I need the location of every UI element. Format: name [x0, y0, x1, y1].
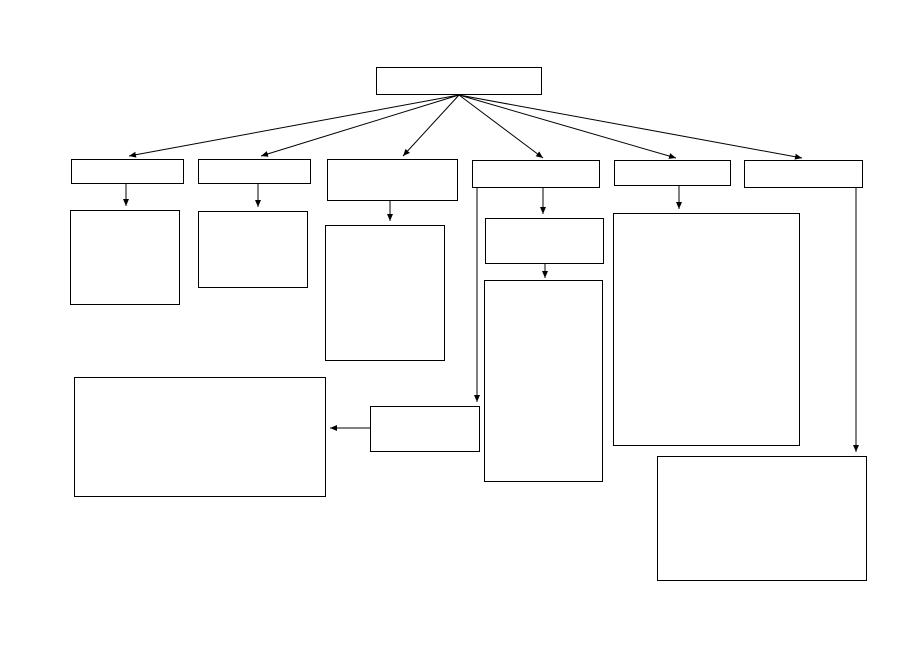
box-root — [376, 67, 542, 95]
box-c4 — [472, 160, 600, 188]
connector-root-to-c4 — [458, 94, 544, 159]
connector-root-to-c3 — [402, 94, 460, 157]
connector-root-to-c2 — [260, 94, 460, 157]
connector-layer — [123, 94, 859, 452]
box-c6-detail — [657, 456, 867, 581]
box-c4-side — [370, 406, 480, 452]
box-c3-detail — [325, 225, 445, 361]
box-c2-detail — [198, 211, 308, 288]
box-c5 — [614, 160, 731, 186]
connector-root-to-c6 — [458, 94, 803, 160]
box-c5-detail — [613, 213, 800, 446]
box-c4-detail — [484, 280, 603, 482]
box-wide-left — [74, 377, 326, 497]
connector-root-to-c5 — [458, 94, 677, 159]
box-c1-detail — [70, 210, 180, 305]
connector-root-to-c1 — [128, 94, 460, 158]
box-c1 — [71, 159, 184, 184]
box-layer — [70, 67, 867, 581]
box-c2 — [198, 159, 311, 184]
box-c4-sub — [485, 218, 604, 264]
box-c6 — [744, 160, 863, 188]
box-c3 — [327, 159, 458, 201]
